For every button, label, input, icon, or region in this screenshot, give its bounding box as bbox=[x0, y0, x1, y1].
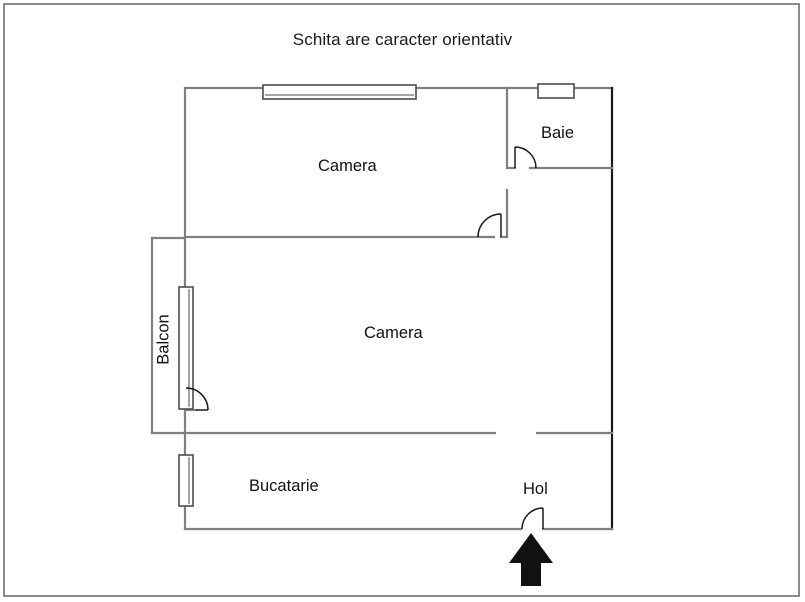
room-label-hol: Hol bbox=[523, 480, 548, 498]
window-balcon-west bbox=[178, 286, 194, 410]
page-title: Schita are caracter orientativ bbox=[292, 30, 513, 49]
door-balcon-arc bbox=[185, 387, 209, 411]
door-entrance-arc bbox=[521, 507, 544, 530]
door-camera-1-arc bbox=[477, 213, 502, 238]
door-group bbox=[185, 146, 544, 530]
room-label-balcon: Balcon bbox=[154, 314, 173, 365]
wall-group bbox=[150, 86, 614, 531]
window-bucatarie-west bbox=[178, 454, 194, 507]
window-baie-top bbox=[537, 83, 575, 99]
room-label-bucatarie: Bucatarie bbox=[249, 477, 319, 495]
window-camera-1-top bbox=[262, 84, 417, 100]
page-border bbox=[3, 3, 800, 597]
room-label-camera-1: Camera bbox=[318, 157, 377, 175]
door-baie-arc bbox=[514, 146, 537, 169]
entrance-arrow bbox=[509, 533, 553, 586]
room-label-baie: Baie bbox=[541, 124, 575, 142]
room-label-camera-2: Camera bbox=[364, 324, 423, 342]
